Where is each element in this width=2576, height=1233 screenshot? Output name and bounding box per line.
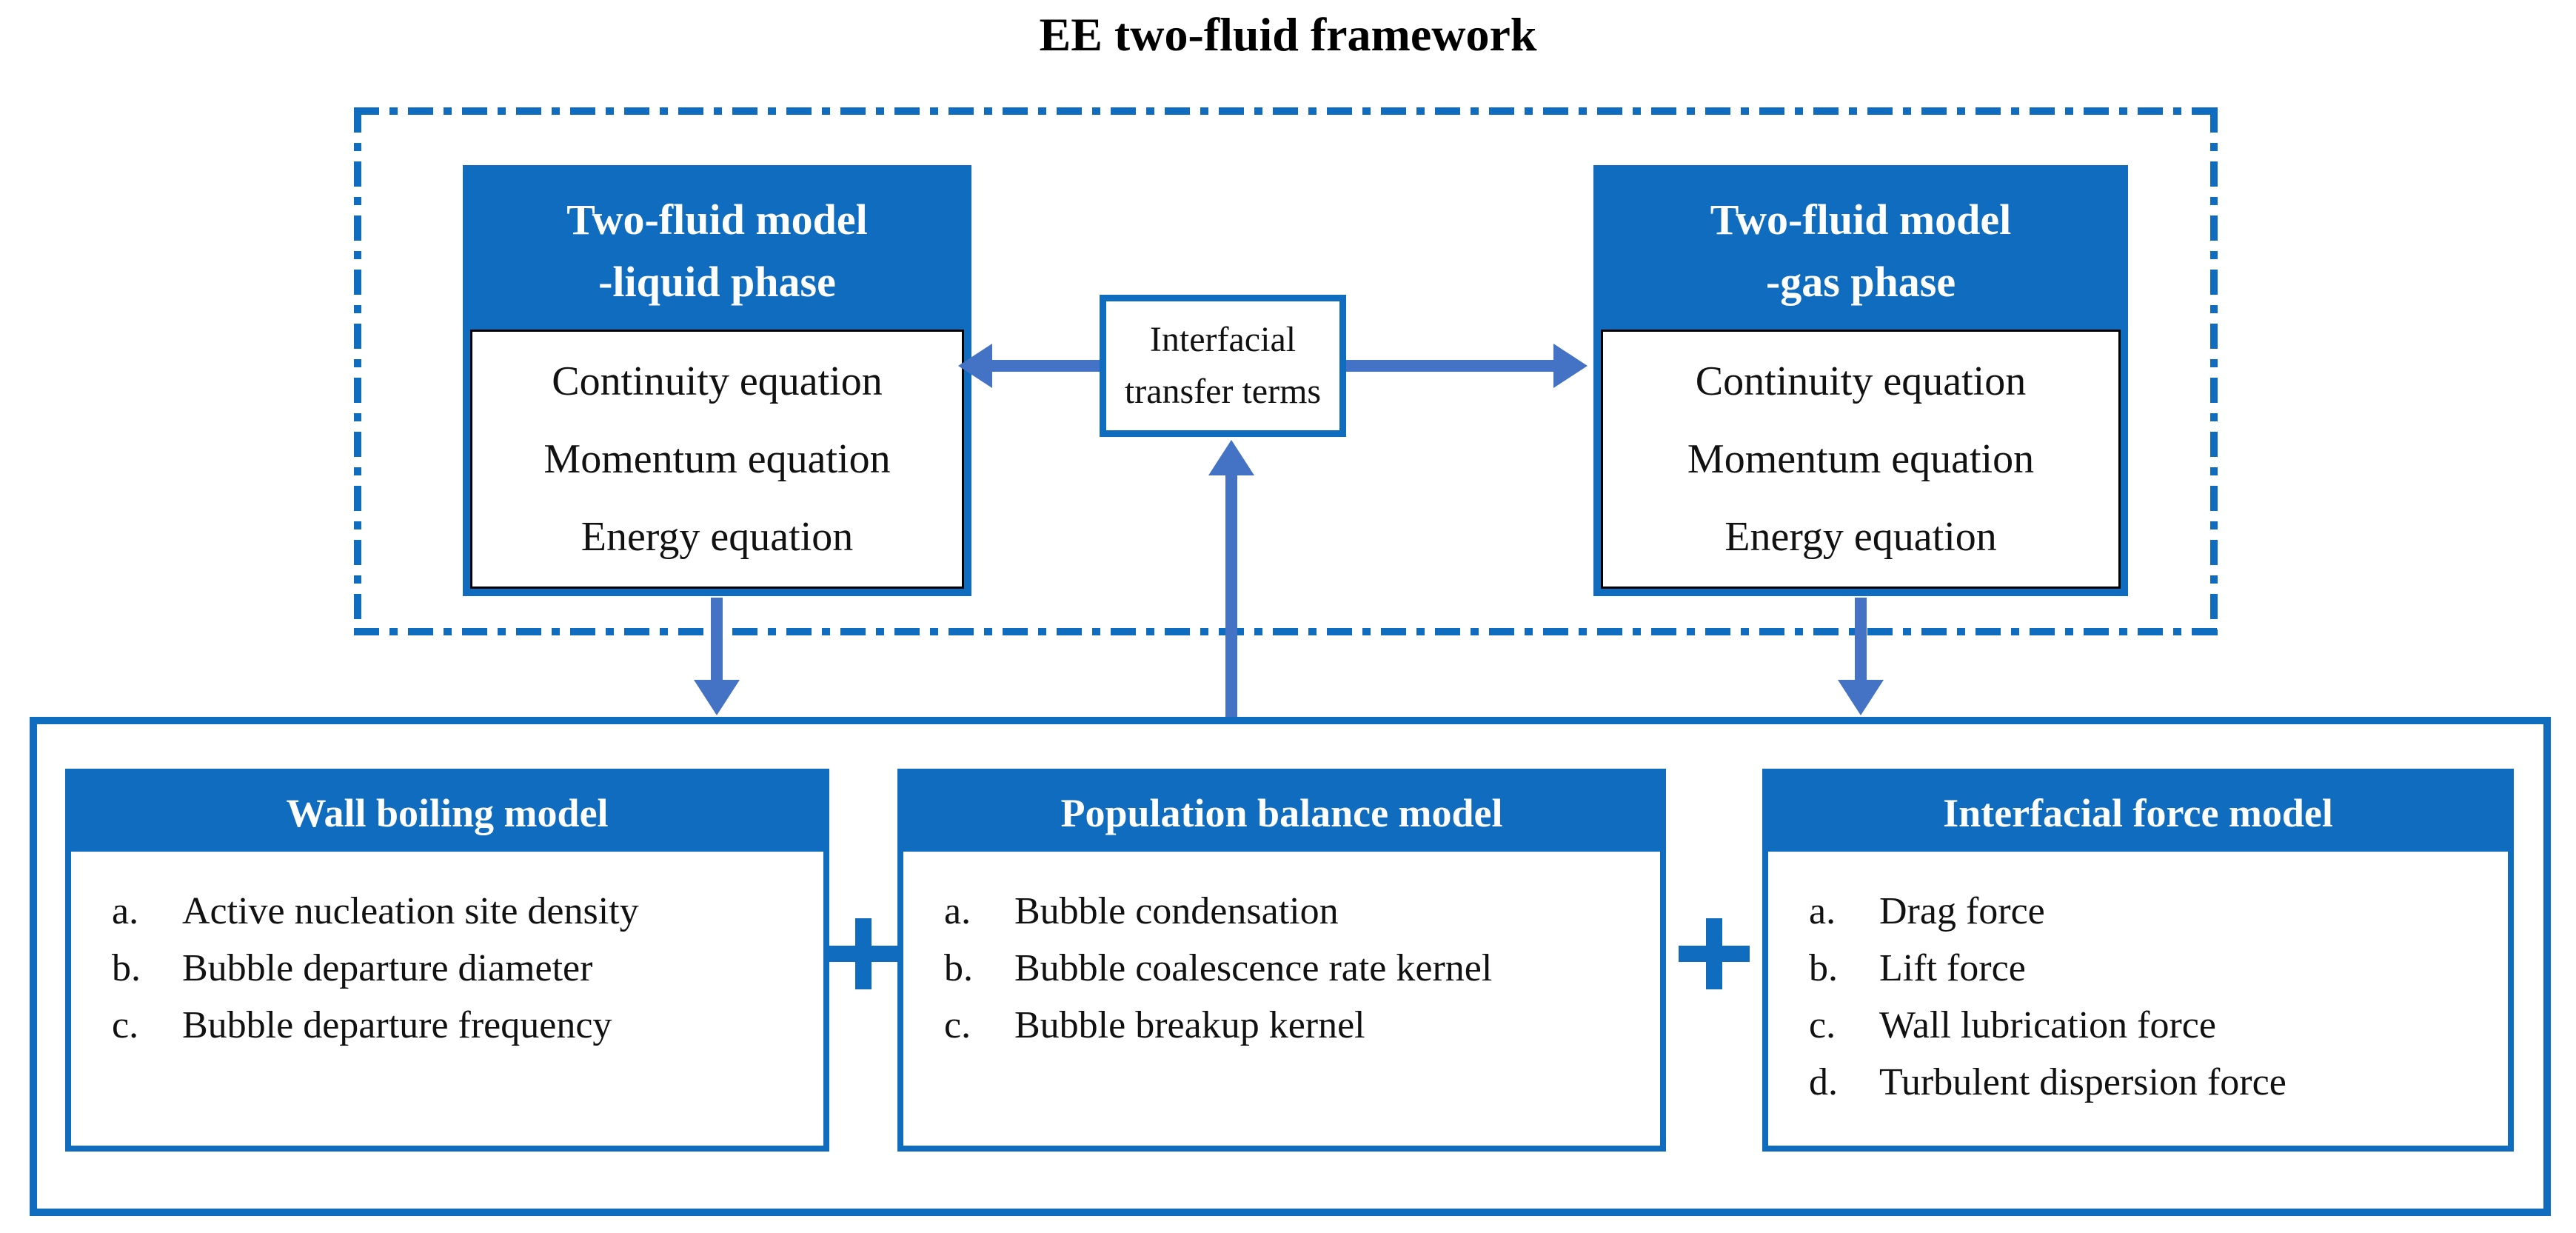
list-item-text: Bubble departure diameter (182, 947, 593, 989)
population-balance-body: a. Bubble condensation b. Bubble coalesc… (903, 852, 1660, 1146)
equation-item: Momentum equation (1687, 435, 2035, 482)
list-item-text: Wall lubrication force (1879, 1004, 2216, 1046)
list-item-text: Turbulent dispersion force (1879, 1061, 2286, 1103)
list-item-label: b. (944, 947, 973, 989)
framework-border-right (2210, 107, 2218, 635)
framework-border-bottom (354, 628, 2218, 635)
list-item: a. Bubble condensation (944, 883, 1645, 940)
liquid-phase-title-line1: Two-fluid model (566, 196, 868, 244)
list-item: b. Bubble coalescence rate kernel (944, 940, 1645, 997)
equation-item: Continuity equation (1695, 358, 2027, 404)
population-balance-box: Population balance model a. Bubble conde… (897, 769, 1666, 1152)
arrow-to-gas-shaft (1346, 360, 1553, 372)
gas-phase-body: Continuity equation Momentum equation En… (1601, 330, 2121, 589)
interfacial-transfer-line2: transfer terms (1124, 372, 1322, 411)
list-item-label: c. (944, 1004, 971, 1046)
plus-icon (855, 918, 872, 989)
wall-boiling-header: Wall boiling model (71, 775, 823, 852)
list-item-label: a. (112, 890, 139, 932)
list-item-label: a. (1809, 890, 1836, 932)
diagram-title: EE two-fluid framework (1039, 8, 1537, 61)
list-item: a. Drag force (1809, 883, 2493, 940)
list-item-label: a. (944, 890, 971, 932)
wall-boiling-body: a. Active nucleation site density b. Bub… (71, 852, 823, 1146)
list-item-label: b. (112, 947, 141, 989)
list-item-label: d. (1809, 1061, 1838, 1103)
gas-phase-header: Two-fluid model -gas phase (1601, 173, 2121, 330)
list-item-label: c. (112, 1004, 139, 1046)
interfacial-force-header: Interfacial force model (1768, 775, 2508, 852)
framework-border-left (354, 107, 361, 635)
plus-icon (1706, 918, 1722, 989)
equation-item: Continuity equation (552, 358, 883, 404)
list-item: b. Bubble departure diameter (112, 940, 809, 997)
interfacial-force-box: Interfacial force model a. Drag force b.… (1762, 769, 2514, 1152)
equation-item: Energy equation (1724, 514, 1997, 561)
list-item-text: Bubble departure frequency (182, 1004, 612, 1046)
liquid-phase-box: Two-fluid model -liquid phase Continuity… (463, 165, 971, 596)
liquid-phase-header: Two-fluid model -liquid phase (470, 173, 964, 330)
arrow-down-liquid-shaft (711, 598, 723, 681)
wall-boiling-box: Wall boiling model a. Active nucleation … (65, 769, 829, 1152)
equation-item: Energy equation (581, 514, 854, 561)
arrow-up-icon (1208, 440, 1254, 475)
arrow-to-gas-icon (1553, 344, 1588, 388)
list-item-label: c. (1809, 1004, 1836, 1046)
arrow-down-gas-icon (1838, 680, 1884, 715)
framework-border-top (354, 107, 2218, 115)
list-item-text: Bubble coalescence rate kernel (1014, 947, 1493, 989)
list-item: d. Turbulent dispersion force (1809, 1054, 2493, 1111)
arrow-to-liquid-icon (958, 344, 992, 388)
arrow-down-gas-shaft (1855, 598, 1867, 681)
list-item: a. Active nucleation site density (112, 883, 809, 940)
interfacial-force-body: a. Drag force b. Lift force c. Wall lubr… (1768, 852, 2508, 1146)
list-item-label: b. (1809, 947, 1838, 989)
gas-phase-title-line2: -gas phase (1765, 258, 1956, 306)
interfacial-transfer-box: Interfacial transfer terms (1100, 295, 1346, 437)
arrow-up-shaft (1225, 474, 1237, 717)
interfacial-transfer-line1: Interfacial (1149, 320, 1297, 359)
gas-phase-box: Two-fluid model -gas phase Continuity eq… (1593, 165, 2128, 596)
equation-item: Momentum equation (543, 435, 891, 482)
list-item-text: Drag force (1879, 890, 2045, 932)
list-item-text: Active nucleation site density (182, 890, 639, 932)
list-item: c. Bubble departure frequency (112, 997, 809, 1054)
list-item-text: Bubble breakup kernel (1014, 1004, 1365, 1046)
liquid-phase-title-line2: -liquid phase (598, 258, 836, 306)
list-item: c. Wall lubrication force (1809, 997, 2493, 1054)
arrow-down-liquid-icon (694, 680, 740, 715)
liquid-phase-body: Continuity equation Momentum equation En… (470, 330, 964, 589)
list-item-text: Bubble condensation (1014, 890, 1339, 932)
gas-phase-title-line1: Two-fluid model (1710, 196, 2012, 244)
arrow-to-liquid-shaft (991, 360, 1100, 372)
population-balance-header: Population balance model (903, 775, 1660, 852)
list-item: c. Bubble breakup kernel (944, 997, 1645, 1054)
list-item-text: Lift force (1879, 947, 2026, 989)
list-item: b. Lift force (1809, 940, 2493, 997)
